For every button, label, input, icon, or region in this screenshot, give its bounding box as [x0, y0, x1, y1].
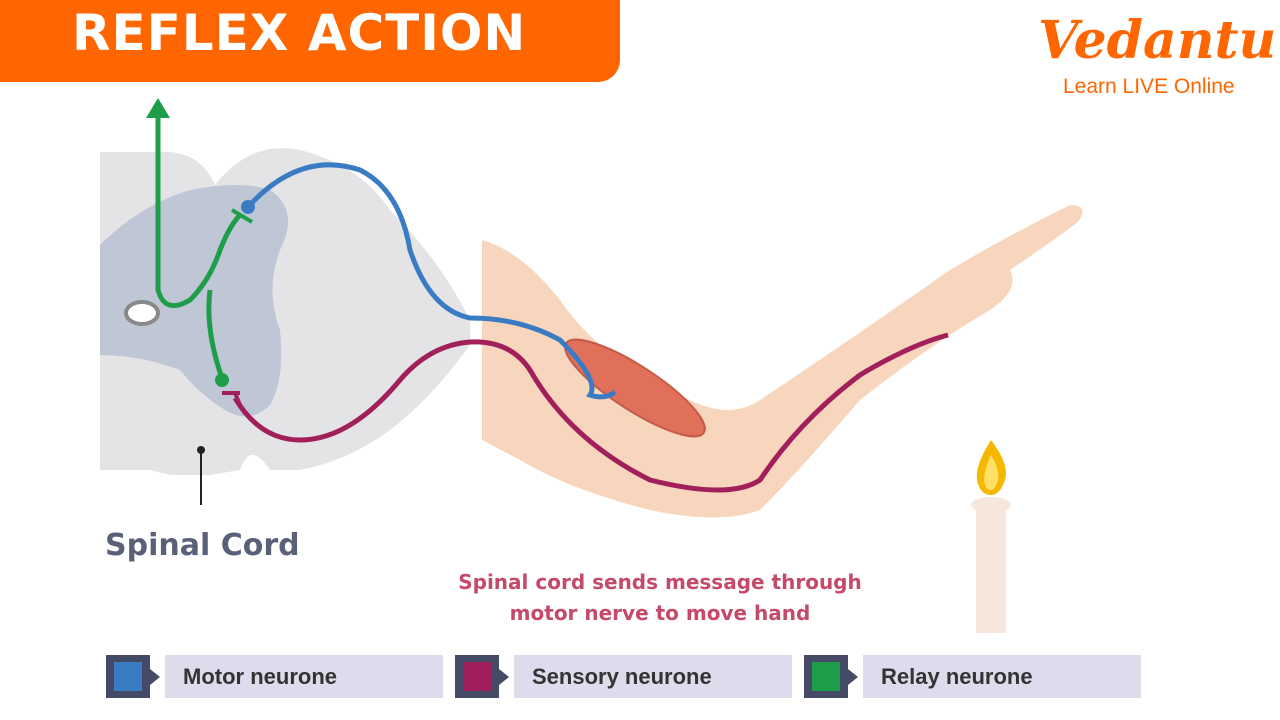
relay-neurone-end — [215, 373, 229, 387]
central-canal — [124, 300, 160, 326]
title-banner: REFLEX ACTION — [0, 0, 620, 82]
sensory-synapse — [222, 391, 242, 406]
motor-neurone-path — [246, 162, 617, 400]
caption-line-2: motor nerve to move hand — [509, 601, 811, 625]
caption: Spinal cord sends message through motor … — [440, 567, 880, 629]
motor-neurone-end — [241, 200, 255, 214]
forearm — [482, 205, 1083, 518]
motor-swatch — [114, 662, 142, 691]
relay-arrow-icon — [146, 98, 170, 118]
vedantu-logo: Vedantu Learn LIVE Online — [1030, 10, 1276, 105]
spinal-cord-label: Spinal Cord — [105, 528, 300, 563]
logo-brand: Vedantu — [1038, 10, 1277, 71]
logo-tagline: Learn LIVE Online — [1063, 75, 1235, 98]
legend-label: Relay neurone — [863, 655, 1141, 698]
legend-label: Motor neurone — [165, 655, 443, 698]
relay-neurone-path — [155, 112, 242, 379]
relay-synapse — [230, 208, 254, 227]
sensory-neurone-path — [232, 332, 949, 493]
relay-swatch — [812, 662, 840, 691]
page-title: REFLEX ACTION — [72, 4, 527, 62]
sensory-swatch — [463, 662, 491, 691]
legend-label: Sensory neurone — [514, 655, 792, 698]
candle — [976, 505, 1006, 633]
caption-line-1: Spinal cord sends message through — [458, 570, 862, 594]
grey-matter — [100, 185, 288, 417]
